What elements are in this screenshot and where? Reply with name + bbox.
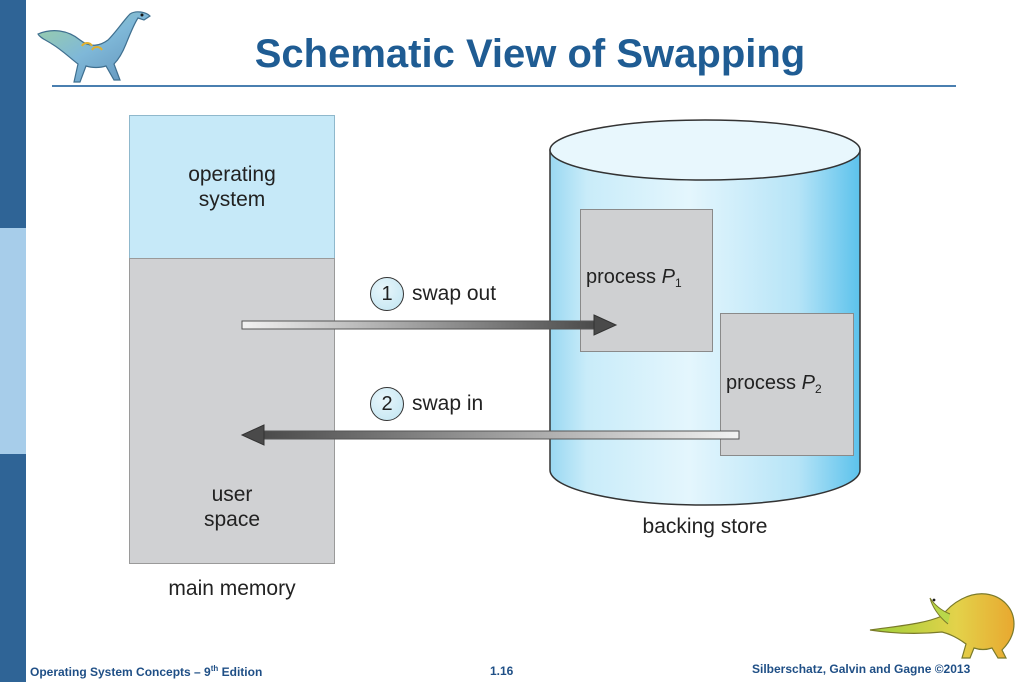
os-label-line2: system [198,188,266,211]
footer-title-suffix: Edition [218,665,263,679]
footer-title-sup: th [210,664,219,673]
sidebar-stripe [0,0,26,682]
slide-title: Schematic View of Swapping [254,32,806,76]
user-space-label: user space [129,482,335,532]
process-p2-subscript: 2 [814,382,822,396]
step-swap-in: 2 swap in [370,387,483,421]
operating-system-region [129,115,335,258]
process-p2-word: process [726,372,797,394]
footer-book-title: Operating System Concepts – 9th Edition [30,664,262,679]
process-p1-subscript: 1 [674,276,682,290]
user-label-line2: space [203,508,261,531]
step-swap-out: 1 swap out [370,277,496,311]
page-number: 1.16 [490,664,514,678]
os-label-line1: operating [188,163,276,186]
step1-text: swap out [412,282,497,305]
footer-title-prefix: Operating System Concepts – 9 [30,665,211,679]
process-p2-label: process P2 [726,372,822,396]
operating-system-label: operating system [129,162,335,212]
step2-number-badge: 2 [370,387,404,421]
process-p1-word: process [586,266,657,288]
backing-store-label: backing store [642,515,768,538]
title-divider [52,85,956,87]
sidebar-segment-top [0,0,26,228]
process-p2-box [720,313,854,456]
user-space-region [129,258,335,564]
dinosaur-logo-top-icon [34,6,158,86]
swap-in-arrow [240,424,740,446]
user-label-line1: user [211,483,253,506]
step2-text: swap in [412,392,484,415]
process-p1-label: process P1 [586,266,682,290]
dinosaur-logo-bottom-icon [868,584,1018,660]
process-p1-name: P [661,266,675,288]
step1-number-badge: 1 [370,277,404,311]
swap-out-arrow [241,314,618,336]
sidebar-segment-bottom [0,454,26,682]
footer-authors: Silberschatz, Galvin and Gagne ©2013 [752,662,971,676]
main-memory-label: main memory [168,577,296,600]
sidebar-segment-middle [0,228,26,454]
process-p2-name: P [801,372,815,394]
